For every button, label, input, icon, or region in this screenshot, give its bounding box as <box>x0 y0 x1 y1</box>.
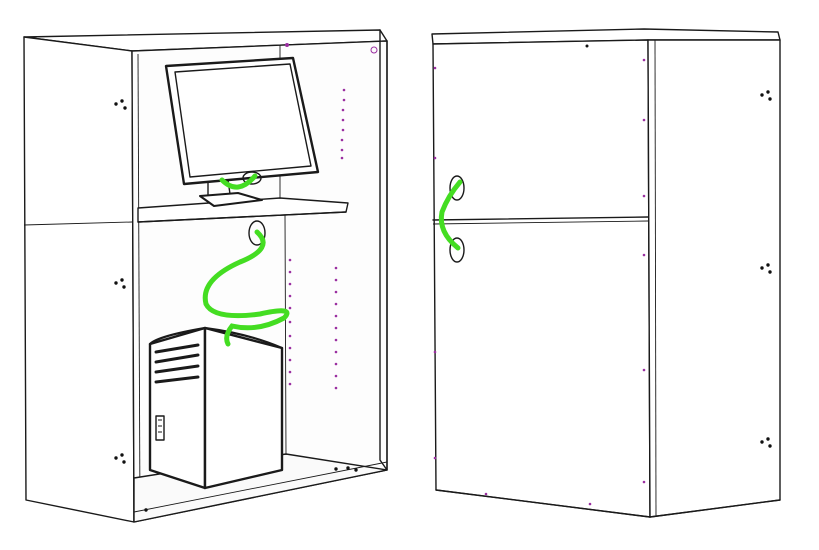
floor-lip <box>133 461 388 513</box>
tower-side-face <box>203 326 284 490</box>
side-panel-seam <box>23 221 133 226</box>
cable-open-view <box>202 173 290 347</box>
door-grommet-upper <box>449 175 465 201</box>
closed-bottom-edge <box>435 489 781 518</box>
monitor-cable-port <box>242 171 262 185</box>
closed-side-screws <box>585 44 772 448</box>
closed-cabinet <box>431 28 781 518</box>
cabinet-left-side <box>23 36 135 523</box>
closed-front-face <box>432 39 651 518</box>
cable-grommet-back <box>248 220 266 246</box>
closed-right-side-inner <box>654 39 657 518</box>
inner-wall-line <box>137 53 141 516</box>
tower-handle-slots <box>154 343 200 384</box>
cabinet-right-edge <box>379 29 388 471</box>
open-cabinet <box>23 29 388 523</box>
cable-closed-view <box>438 179 463 251</box>
desktop-tower <box>148 326 284 490</box>
tower-port-dots <box>158 419 162 433</box>
monitor-screen <box>174 63 312 178</box>
door-hinge-marks <box>433 58 646 506</box>
door-seam-shadow <box>432 220 649 225</box>
side-panel-screws <box>114 99 358 512</box>
monitor-stand-base <box>199 192 263 207</box>
tower-top-curve <box>148 326 284 350</box>
door-seam <box>432 216 649 221</box>
tower-ports <box>155 415 165 441</box>
shelf-peg-holes <box>285 43 378 390</box>
door-grommet-lower <box>449 237 465 263</box>
shelf-front-edge <box>137 211 347 223</box>
monitor <box>164 56 320 207</box>
closed-right-side <box>647 39 781 518</box>
